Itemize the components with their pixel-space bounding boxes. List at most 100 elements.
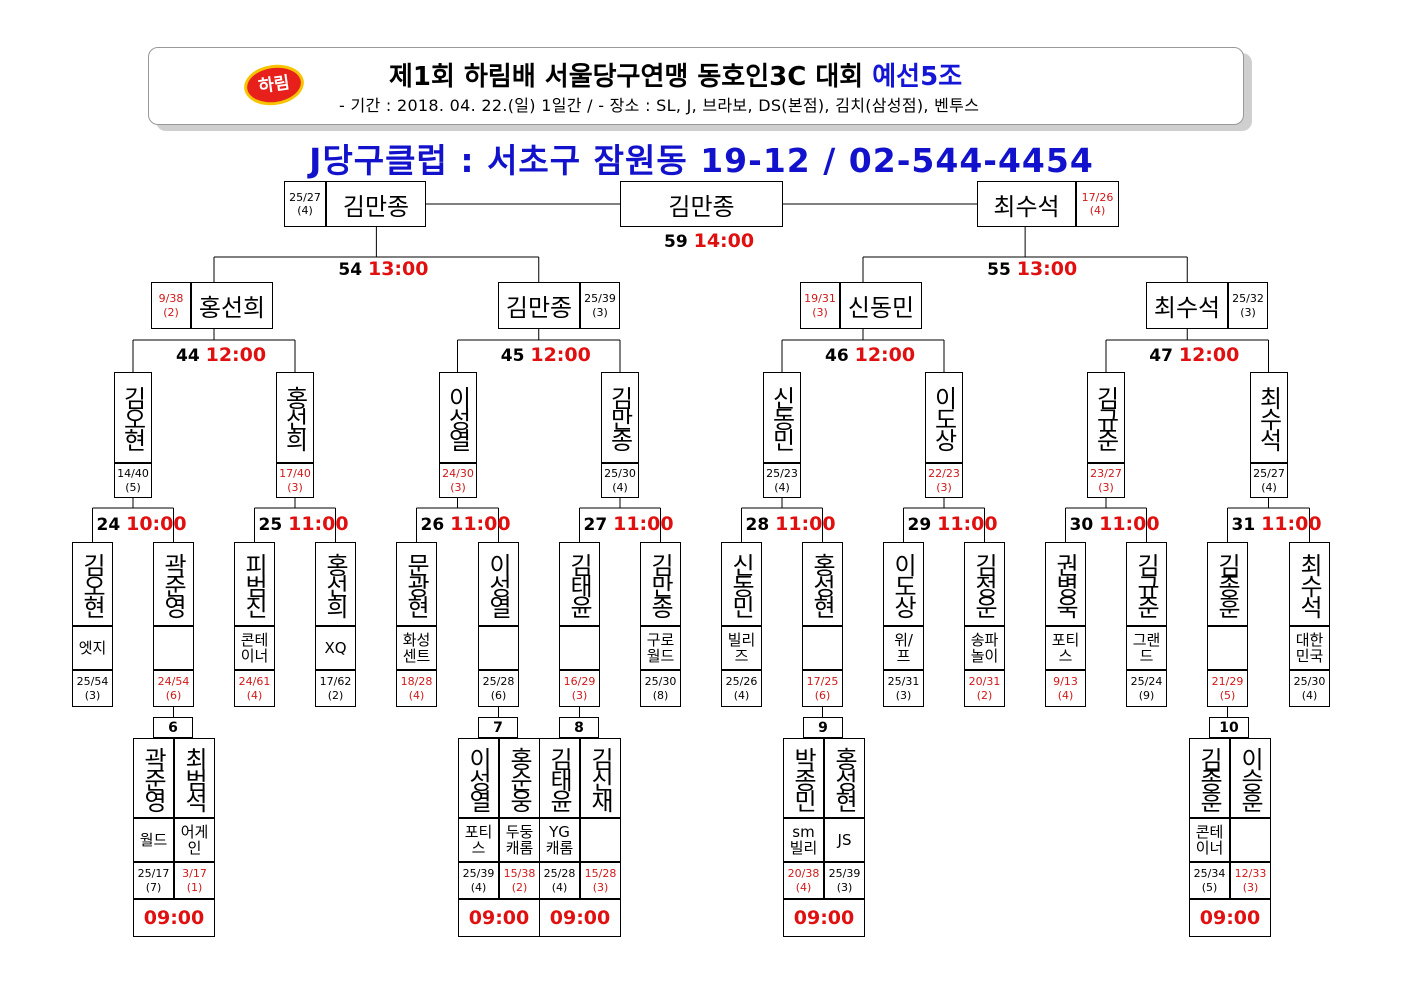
match-number: 28 xyxy=(745,515,770,535)
r16-player-score: 25/23 (4) xyxy=(763,463,801,498)
r32-player-name: 문광현 xyxy=(396,542,437,626)
r32-player-club xyxy=(1207,626,1248,670)
prelim-match-number: 10 xyxy=(1209,717,1249,738)
r32-player-club: 콘테 이너 xyxy=(234,626,275,670)
prelim-match-number: 9 xyxy=(803,717,843,738)
r32-player-club xyxy=(153,626,194,670)
match-time: 13:00 xyxy=(1016,258,1078,280)
r32-player-name: 피범진 xyxy=(234,542,275,626)
prelim-player-club: sm 빌리 xyxy=(783,818,824,862)
quarter-match-label: 47 12:00 xyxy=(1149,344,1239,366)
final-left-score: 25/27 (4) xyxy=(284,181,326,227)
prelim-match-time: 09:00 xyxy=(458,899,540,937)
prelim-player-name: 김신재 xyxy=(580,738,621,818)
prelim-match-time: 09:00 xyxy=(133,899,215,937)
prelim-player-club: 두둥 캐롬 xyxy=(499,818,540,862)
round16-match-label: 31 11:00 xyxy=(1232,513,1322,535)
round16-match-label: 24 10:00 xyxy=(97,513,187,535)
prelim-match-number: 8 xyxy=(559,717,599,738)
tournament-title: 제1회 하림배 서울당구연맹 동호인3C 대회 예선5조 xyxy=(389,56,962,93)
qf-player-name: 홍선희 xyxy=(191,282,273,329)
r32-player-name: 김만종 xyxy=(640,542,681,626)
round16-match-label: 25 11:00 xyxy=(259,513,349,535)
champion-name: 김만종 xyxy=(620,181,783,227)
r32-player-score: 16/29 (3) xyxy=(559,670,600,707)
r32-player-name: 김정운 xyxy=(964,542,1005,626)
match-time: 10:00 xyxy=(126,513,187,535)
qf-player-name: 최수석 xyxy=(1146,282,1228,329)
qf-player-score: 19/31 (3) xyxy=(800,282,840,329)
prelim-player-score: 15/38 (2) xyxy=(499,862,540,899)
quarter-match-label: 46 12:00 xyxy=(825,344,915,366)
r32-player-score: 25/30 (8) xyxy=(640,670,681,707)
prelim-player-club: 월드 xyxy=(133,818,174,862)
r16-player-name: 최수석 xyxy=(1250,372,1288,463)
prelim-player-club: JS xyxy=(824,818,865,862)
prelim-player-name: 박종민 xyxy=(783,738,824,818)
r32-player-club xyxy=(802,626,843,670)
quarter-match-label: 44 12:00 xyxy=(176,344,266,366)
prelim-player-name: 홍성현 xyxy=(824,738,865,818)
r32-player-score: 25/26 (4) xyxy=(721,670,762,707)
r16-player-score: 22/23 (3) xyxy=(925,463,963,498)
match-number: 55 xyxy=(987,260,1011,280)
r32-player-name: 김오현 xyxy=(72,542,113,626)
prelim-player-score: 25/39 (4) xyxy=(458,862,499,899)
r32-player-club: 대한 민국 xyxy=(1289,626,1330,670)
r32-player-club: 빌리 즈 xyxy=(721,626,762,670)
r32-player-name: 홍성현 xyxy=(802,542,843,626)
qf-player-score: 25/32 (3) xyxy=(1228,282,1268,329)
match-time: 11:00 xyxy=(1261,513,1322,535)
prelim-match-time: 09:00 xyxy=(783,899,865,937)
match-time: 11:00 xyxy=(450,513,511,535)
header-panel: 하림 제1회 하림배 서울당구연맹 동호인3C 대회 예선5조 - 기간 : 2… xyxy=(148,47,1244,125)
round16-match-label: 28 11:00 xyxy=(746,513,836,535)
prelim-player-score: 25/28 (4) xyxy=(539,862,580,899)
prelim-player-name: 이승훈 xyxy=(1230,738,1271,818)
prelim-player-name: 김태윤 xyxy=(539,738,580,818)
match-number: 59 xyxy=(664,232,688,252)
round16-match-label: 27 11:00 xyxy=(584,513,674,535)
match-time: 11:00 xyxy=(775,513,836,535)
r32-player-score: 9/13 (4) xyxy=(1045,670,1086,707)
prelim-player-score: 15/28 (3) xyxy=(580,862,621,899)
semi-match-label: 55 13:00 xyxy=(987,258,1077,280)
final-left-name: 김만종 xyxy=(326,181,426,227)
match-time: 12:00 xyxy=(1178,344,1240,366)
match-number: 46 xyxy=(825,346,849,366)
prelim-player-name: 김종훈 xyxy=(1189,738,1230,818)
prelim-player-club xyxy=(580,818,621,862)
match-time: 13:00 xyxy=(367,258,429,280)
prelim-player-score: 25/39 (3) xyxy=(824,862,865,899)
title-group: 예선5조 xyxy=(872,62,963,92)
r32-player-club: 위/ 프 xyxy=(883,626,924,670)
qf-player-score: 9/38 (2) xyxy=(151,282,191,329)
prelim-player-club: 포티 스 xyxy=(458,818,499,862)
prelim-player-score: 25/34 (5) xyxy=(1189,862,1230,899)
r16-player-name: 신동민 xyxy=(763,372,801,463)
qf-player-score: 25/39 (3) xyxy=(580,282,620,329)
r32-player-score: 20/31 (2) xyxy=(964,670,1005,707)
r16-player-score: 14/40 (5) xyxy=(114,463,152,498)
prelim-match-number: 7 xyxy=(478,717,518,738)
r16-player-score: 17/40 (3) xyxy=(276,463,314,498)
r32-player-club: 엣지 xyxy=(72,626,113,670)
match-time: 14:00 xyxy=(693,230,755,252)
tournament-subtitle: - 기간 : 2018. 04. 22.(일) 1일간 / - 장소 : SL,… xyxy=(339,96,980,115)
r16-player-name: 김규준 xyxy=(1087,372,1125,463)
match-number: 54 xyxy=(338,260,363,280)
match-number: 25 xyxy=(258,515,283,535)
r32-player-name: 권병욱 xyxy=(1045,542,1086,626)
r16-player-score: 25/27 (4) xyxy=(1250,463,1288,498)
prelim-match-time: 09:00 xyxy=(539,899,621,937)
match-time: 11:00 xyxy=(1099,513,1160,535)
match-number: 27 xyxy=(583,515,608,535)
title-main: 제1회 하림배 서울당구연맹 동호인3C 대회 xyxy=(389,62,864,92)
r16-player-score: 23/27 (3) xyxy=(1087,463,1125,498)
match-time: 11:00 xyxy=(288,513,349,535)
r32-player-club: 송파 놀이 xyxy=(964,626,1005,670)
prelim-match-number: 6 xyxy=(153,717,193,738)
r32-player-name: 홍선희 xyxy=(315,542,356,626)
r32-player-name: 최수석 xyxy=(1289,542,1330,626)
final-right-name: 최수석 xyxy=(977,181,1076,227)
